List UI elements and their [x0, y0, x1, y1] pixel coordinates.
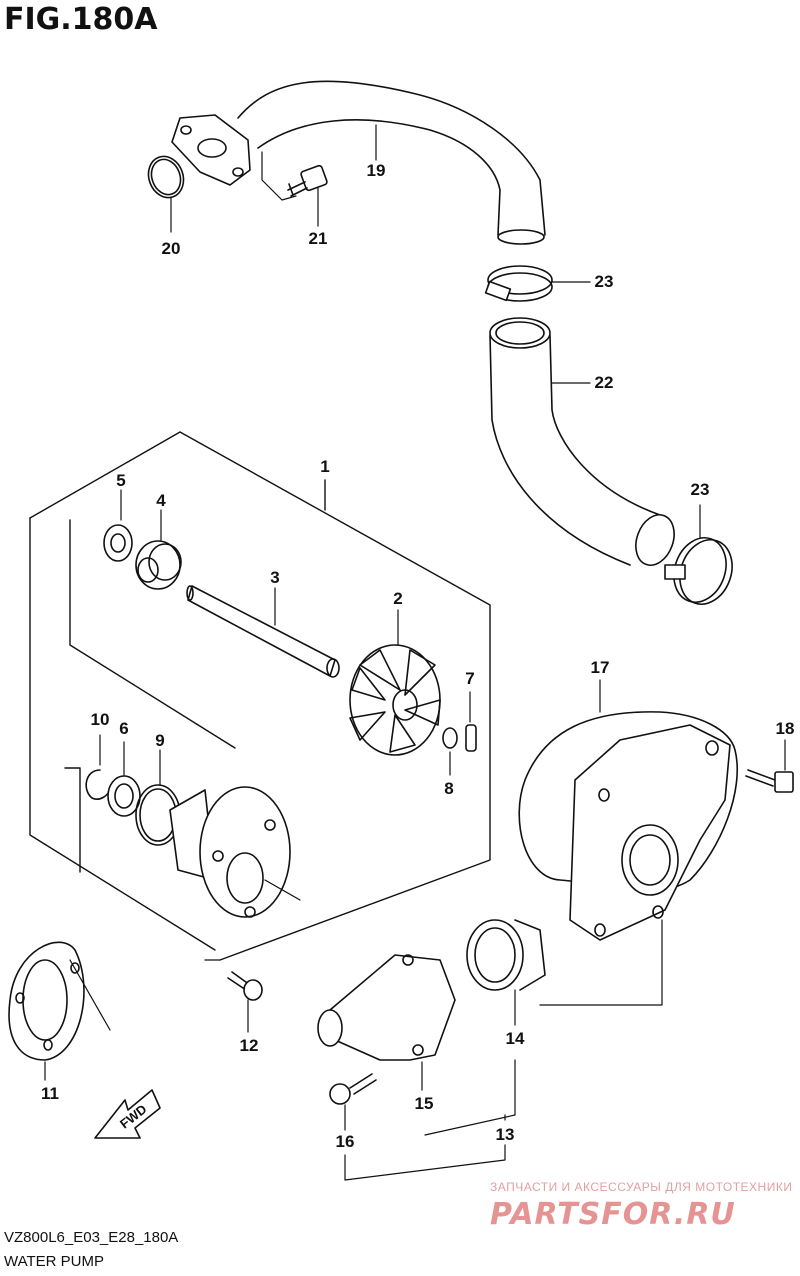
callout-17: 17: [590, 658, 610, 677]
seal-4: [135, 540, 182, 590]
callout-19: 19: [366, 161, 386, 180]
callout-18: 18: [775, 719, 795, 738]
clamp-23-lower: [664, 537, 733, 605]
screw-12: [227, 971, 263, 1001]
watermark-brand-logo: PARTSFOR.RU: [490, 1197, 736, 1232]
bearing-5: [103, 524, 133, 562]
watermark-brand: PARTSFOR.RU: [490, 1197, 736, 1232]
diagram-name: WATER PUMP: [4, 1253, 104, 1270]
hose-22: [489, 317, 675, 566]
clamp-23-upper: [484, 265, 553, 302]
screw-16: [329, 1073, 377, 1105]
gasket-17: [518, 711, 739, 891]
callout-13: 13: [495, 1125, 515, 1144]
callout-14: 14: [505, 1029, 525, 1048]
callout-16: 16: [335, 1132, 355, 1151]
callout-23-lower: 23: [690, 480, 710, 499]
shaft-3: [186, 585, 340, 678]
callout-4: 4: [156, 491, 166, 510]
callout-20: 20: [161, 239, 181, 258]
fwd-arrow: [94, 1089, 161, 1139]
assembly-1-box: [29, 431, 491, 961]
callout-22: 22: [594, 373, 614, 392]
callout-1: 1: [320, 457, 330, 476]
figure-title: FIG.180A: [4, 2, 158, 37]
callout-7: 7: [465, 669, 475, 688]
callout-5: 5: [116, 471, 126, 490]
callout-6: 6: [119, 719, 129, 738]
watermark-tagline: ЗАПЧАСТИ И АКСЕССУАРЫ ДЛЯ МОТОТЕХНИКИ: [490, 1180, 793, 1194]
gasket-11: [8, 941, 85, 1061]
pump-body: [169, 786, 291, 918]
callout-10: 10: [90, 710, 110, 729]
o-ring-20: [147, 155, 185, 199]
thermostat-cover-15: [317, 954, 456, 1061]
pump-housing: [569, 724, 731, 941]
callout-9: 9: [155, 731, 165, 750]
callout-23-upper: 23: [594, 272, 614, 291]
bearing-6: [107, 775, 141, 817]
callout-3: 3: [270, 568, 280, 587]
washer-8: [442, 727, 458, 749]
pipe-19: [171, 80, 546, 245]
pin-7: [465, 724, 477, 752]
callout-15: 15: [414, 1094, 434, 1113]
callout-2: 2: [393, 589, 403, 608]
callout-8: 8: [444, 779, 454, 798]
circlip-10: [85, 769, 111, 800]
bolt-21: [287, 164, 328, 197]
bolt-18: [745, 769, 794, 793]
callout-12: 12: [239, 1036, 259, 1055]
impeller-2: [349, 644, 441, 756]
diagram-code: VZ800L6_E03_E28_180A: [4, 1229, 179, 1246]
thermostat-14: [466, 919, 546, 991]
callout-11: 11: [41, 1084, 59, 1103]
callout-21: 21: [308, 229, 328, 248]
